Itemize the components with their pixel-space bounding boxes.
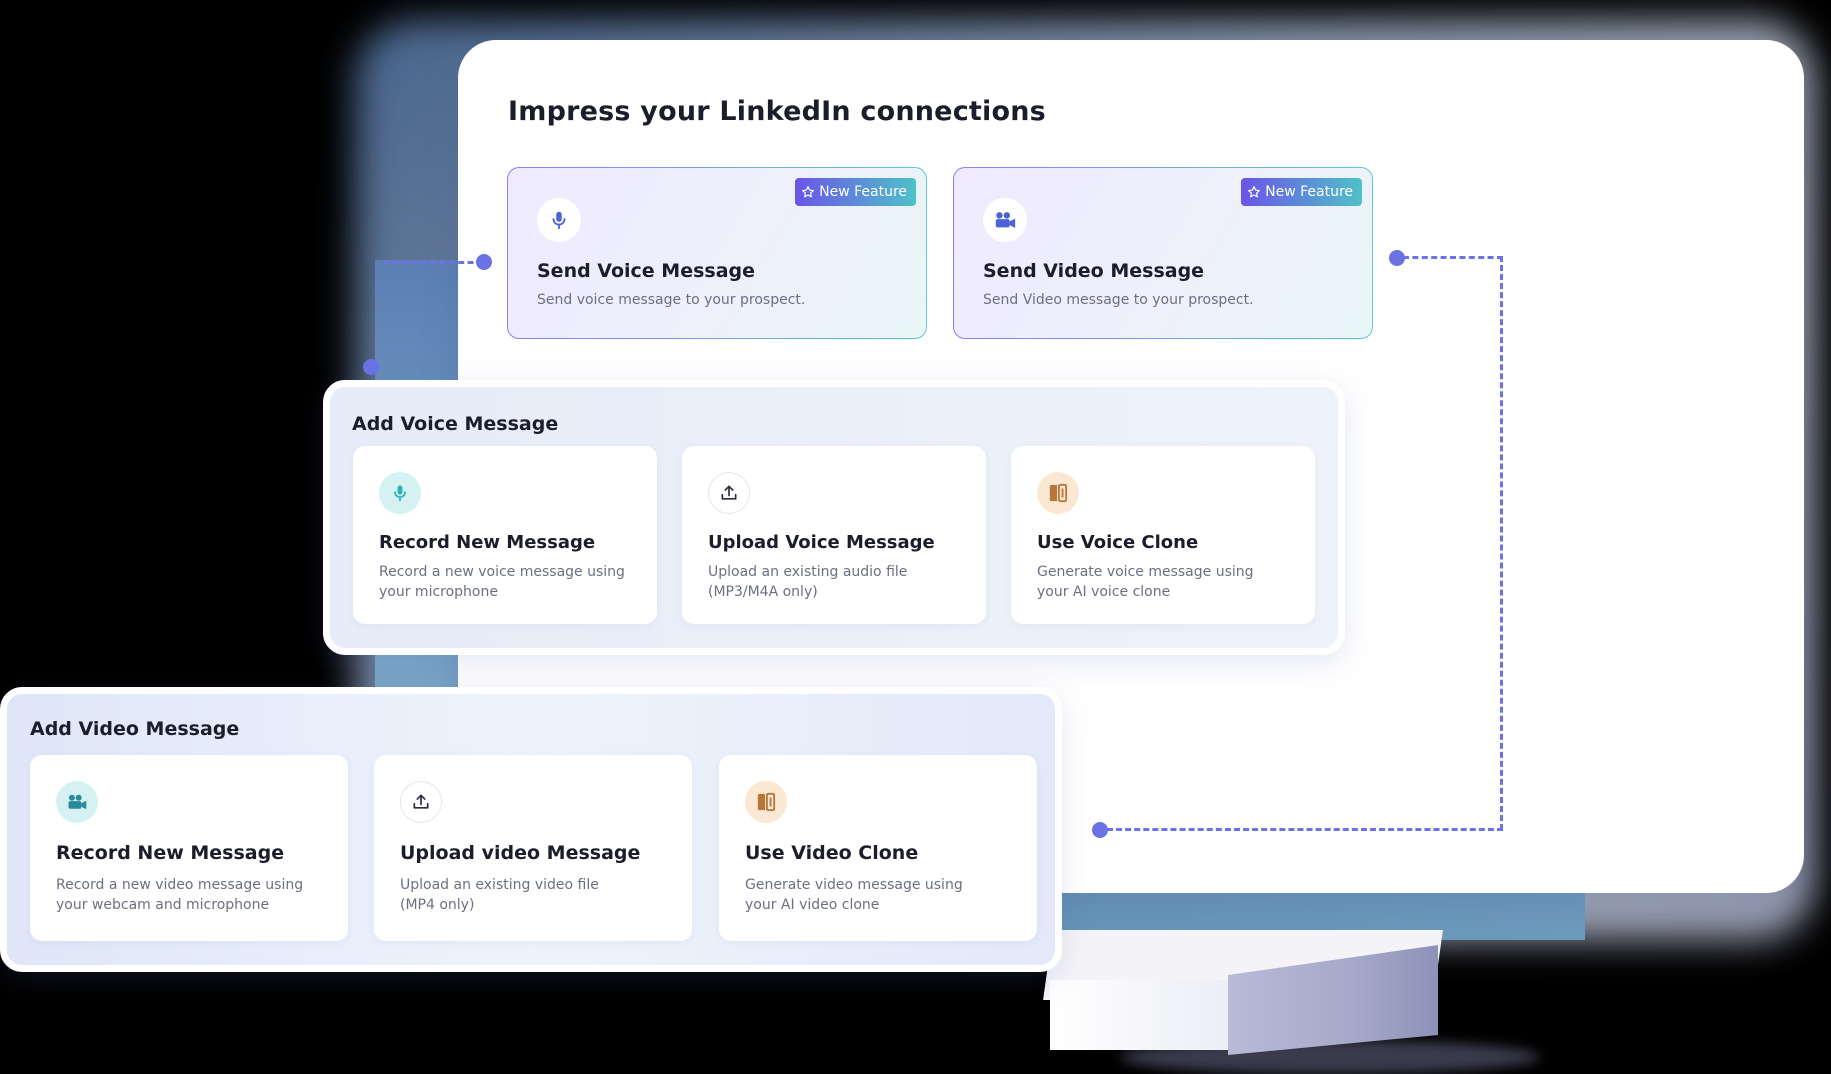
- option-description: Record a new video message using your we…: [56, 877, 304, 913]
- voice-connector-end-dot: [363, 359, 379, 375]
- card-title: Send Voice Message: [537, 260, 756, 282]
- option-description: Generate voice message using your AI voi…: [1037, 564, 1254, 600]
- video-connector-line-bottom: [1107, 828, 1503, 831]
- option-title: Upload video Message: [400, 842, 641, 864]
- card-description: Send Video message to your prospect.: [983, 292, 1254, 308]
- clone-icon: [1037, 472, 1079, 514]
- page-title: Impress your LinkedIn connections: [508, 96, 1046, 127]
- record-video-message-option[interactable]: Record New Message Record a new video me…: [30, 755, 348, 941]
- option-title: Use Voice Clone: [1037, 532, 1199, 553]
- upload-video-message-option[interactable]: Upload video Message Upload an existing …: [374, 755, 692, 941]
- upload-icon: [708, 472, 750, 514]
- send-video-message-card[interactable]: New Feature Send Video Message Send Vide…: [953, 167, 1373, 339]
- video-connector-dot: [1389, 250, 1405, 266]
- option-title: Record New Message: [56, 842, 285, 864]
- record-voice-message-option[interactable]: Record New Message Record a new voice me…: [353, 446, 657, 624]
- video-camera-icon: [56, 781, 98, 823]
- star-icon: [802, 186, 815, 198]
- video-connector-line-vertical: [1500, 256, 1503, 830]
- card-description: Send voice message to your prospect.: [537, 292, 806, 308]
- option-title: Upload Voice Message: [708, 532, 935, 553]
- option-description: Record a new voice message using your mi…: [379, 564, 625, 600]
- upload-icon: [400, 781, 442, 823]
- video-group-title: Add Video Message: [30, 718, 240, 740]
- use-video-clone-option[interactable]: Use Video Clone Generate video message u…: [719, 755, 1037, 941]
- pedestal-front: [1050, 980, 1230, 1050]
- badge-label: New Feature: [1265, 184, 1353, 200]
- voice-group-title: Add Voice Message: [352, 413, 559, 435]
- clone-icon: [745, 781, 787, 823]
- badge-label: New Feature: [819, 184, 907, 200]
- microphone-icon: [537, 198, 581, 242]
- new-feature-badge: New Feature: [1241, 178, 1362, 206]
- card-title: Send Video Message: [983, 260, 1205, 282]
- send-voice-message-card[interactable]: New Feature Send Voice Message Send voic…: [507, 167, 927, 339]
- option-title: Record New Message: [379, 532, 596, 553]
- new-feature-badge: New Feature: [795, 178, 916, 206]
- video-camera-icon: [983, 198, 1027, 242]
- option-title: Use Video Clone: [745, 842, 919, 864]
- upload-voice-message-option[interactable]: Upload Voice Message Upload an existing …: [682, 446, 986, 624]
- option-description: Upload an existing audio file (MP3/M4A o…: [708, 564, 908, 600]
- microphone-icon: [379, 472, 421, 514]
- star-icon: [1248, 186, 1261, 198]
- video-connector-line-top: [1403, 256, 1503, 259]
- option-description: Upload an existing video file (MP4 only): [400, 877, 599, 913]
- voice-connector-dot: [476, 254, 492, 270]
- use-voice-clone-option[interactable]: Use Voice Clone Generate voice message u…: [1011, 446, 1315, 624]
- video-connector-end-dot: [1092, 822, 1108, 838]
- voice-connector-line: [383, 261, 483, 264]
- option-description: Generate video message using your AI vid…: [745, 877, 963, 913]
